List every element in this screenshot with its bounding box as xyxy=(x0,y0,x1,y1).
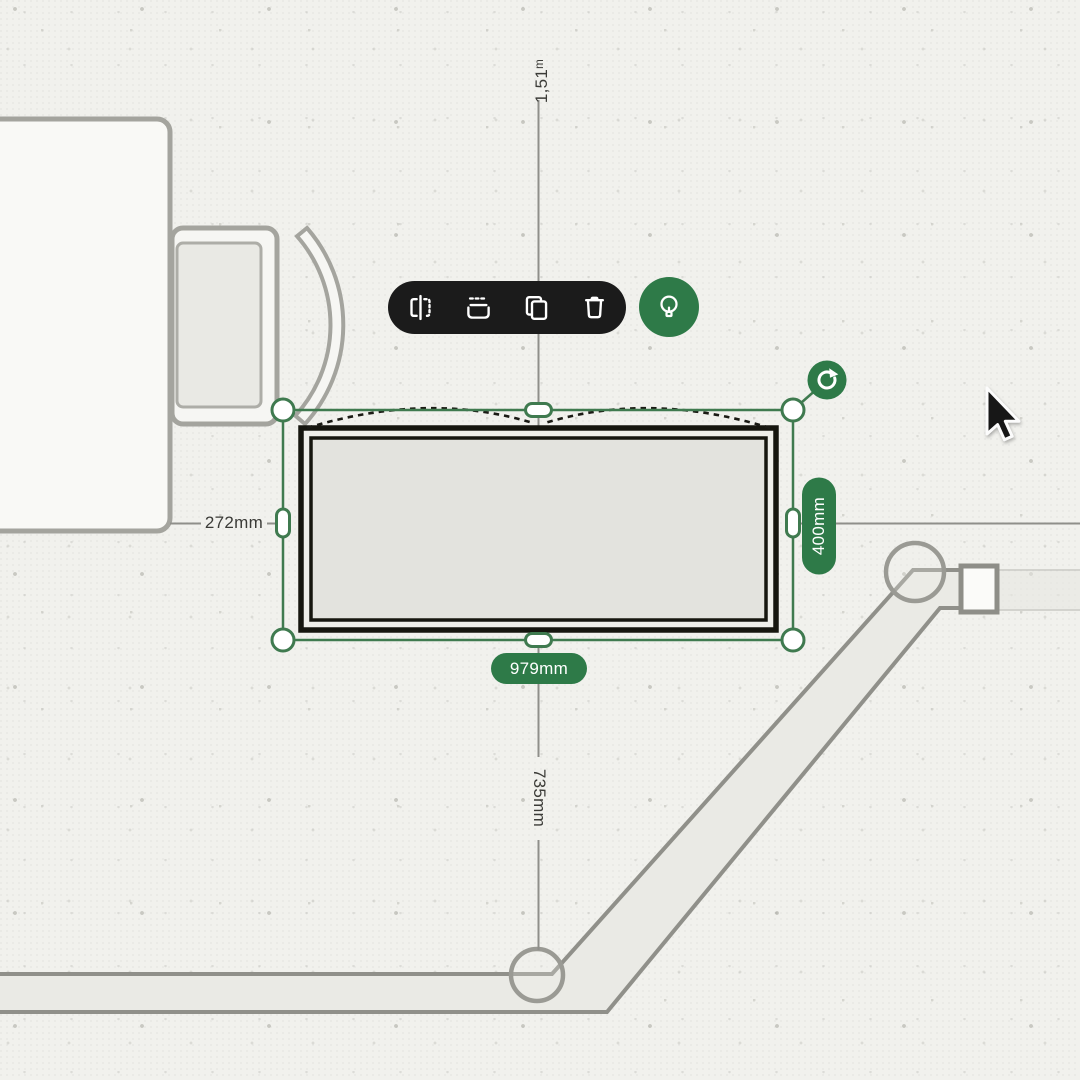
arrow-cursor-icon xyxy=(985,386,1021,442)
drawer-button[interactable] xyxy=(462,292,494,324)
selection-corner-handle-bottom-right[interactable] xyxy=(780,627,806,653)
flip-horizontal-icon xyxy=(409,294,431,321)
width-dimension-badge[interactable]: 979mm xyxy=(491,653,587,684)
rotate-icon xyxy=(817,370,837,390)
gap-bottom-label: 735mm xyxy=(530,768,549,828)
gap-top-label: 1,51ᵐ xyxy=(532,58,551,104)
resize-handle-top[interactable] xyxy=(524,402,553,418)
resize-handle-bottom[interactable] xyxy=(524,632,553,648)
selection-corner-handle-top-left[interactable] xyxy=(270,397,296,423)
duplicate-button[interactable] xyxy=(520,292,552,324)
chair-seat xyxy=(175,241,263,409)
delete-button[interactable] xyxy=(578,292,610,324)
window-marker[interactable] xyxy=(958,563,1000,615)
suggestions-button[interactable] xyxy=(639,277,699,337)
duplicate-icon xyxy=(525,295,547,321)
selection-corner-handle-top-right[interactable] xyxy=(780,397,806,423)
selected-furniture[interactable] xyxy=(298,425,779,633)
wall-node[interactable] xyxy=(883,540,947,604)
furniture-large[interactable] xyxy=(0,116,173,534)
sideboard-body[interactable] xyxy=(309,436,768,622)
gap-left-label: 272mm xyxy=(204,513,264,532)
resize-handle-left[interactable] xyxy=(275,507,291,539)
trash-icon xyxy=(584,296,604,319)
door-swing-arc xyxy=(292,225,346,427)
rotate-icon-arrowhead xyxy=(829,368,839,378)
selection-corner-handle-bottom-left[interactable] xyxy=(270,627,296,653)
rotate-button-circle[interactable] xyxy=(807,360,847,400)
wall-faded[interactable] xyxy=(995,569,1080,611)
wall[interactable] xyxy=(0,568,965,1014)
door-swing-indicator xyxy=(306,406,534,430)
drawer-icon xyxy=(466,297,490,319)
resize-handle-right[interactable] xyxy=(785,507,801,539)
door-swing-indicator xyxy=(544,406,771,430)
flip-button[interactable] xyxy=(404,292,436,324)
context-toolbar xyxy=(388,281,626,334)
furniture-chair[interactable] xyxy=(169,225,280,427)
rotate-button[interactable] xyxy=(807,360,847,400)
depth-dimension-badge[interactable]: 400mm xyxy=(802,477,836,575)
wall-node[interactable] xyxy=(508,946,566,1004)
lightbulb-icon xyxy=(660,295,678,318)
